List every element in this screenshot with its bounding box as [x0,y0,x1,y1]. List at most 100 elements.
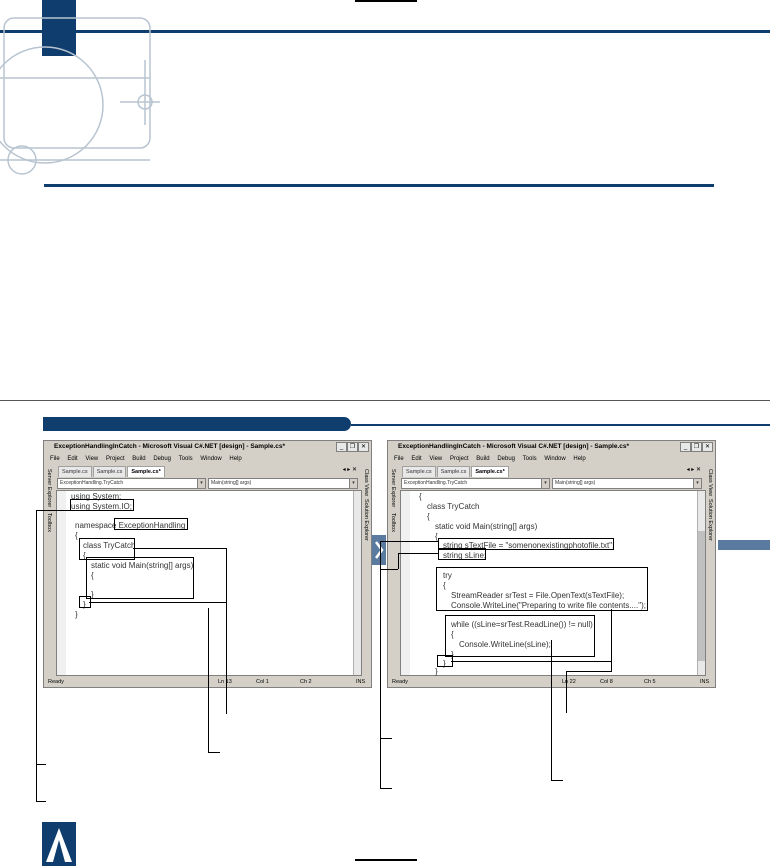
class-combo-value: ExceptionHandling.TryCatch [404,480,468,486]
class-view-tab[interactable]: Class View [363,469,369,497]
minimize-button[interactable]: _ [336,442,347,452]
highlight-textfile [438,538,614,550]
menu-tools[interactable]: Tools [178,456,193,462]
method-combo-value: Main(string[] args) [211,480,252,486]
left-ide-window: ExceptionHandlingInCatch - Microsoft Vis… [43,440,372,688]
code-line: } [83,600,86,609]
chevron-down-icon: ▾ [197,479,205,488]
left-status-bar: Ready Ln 13 Col 1 Ch 2 INS [44,677,371,687]
code-line: namespace ExceptionHandling [75,521,186,530]
code-line: } [451,650,454,659]
scroll-thumb[interactable] [698,531,705,661]
method-combo[interactable]: Main(string[] args)▾ [552,478,702,489]
callout-line [89,602,226,603]
right-code-editor[interactable]: { class TryCatch { static void Main(stri… [400,490,706,676]
vertical-scrollbar[interactable] [353,491,361,675]
code-line: StreamReader srTest = File.OpenText(sTex… [451,591,625,600]
menu-file[interactable]: File [50,456,60,462]
right-side-tabs: Class View Solution Explorer [705,465,715,675]
status-ins: INS [356,679,366,685]
menu-build[interactable]: Build [476,456,490,462]
server-explorer-tab[interactable]: Server Explorer [46,469,52,508]
class-combo[interactable]: ExceptionHandling.TryCatch▾ [57,478,206,489]
menu-debug[interactable]: Debug [153,456,171,462]
callout-line [380,541,381,789]
menu-debug[interactable]: Debug [497,456,515,462]
menu-window[interactable]: Window [200,456,222,462]
code-line: { [451,630,454,639]
restore-button[interactable]: ❐ [691,442,702,452]
doc-tab[interactable]: Sample.cs [58,466,92,477]
callout-line [566,671,567,713]
code-line: } [75,610,78,619]
code-line: { [419,492,422,501]
code-line: using System; [71,492,122,501]
callout-line [398,553,438,554]
menu-build[interactable]: Build [132,456,146,462]
code-line: try [443,571,452,580]
section-rule [44,184,714,187]
right-ide-window: ExceptionHandlingInCatch - Microsoft Vis… [387,440,716,688]
right-title-text: ExceptionHandlingInCatch - Microsoft Vis… [398,443,630,450]
status-column: Col 1 [256,679,269,685]
class-combo[interactable]: ExceptionHandling.TryCatch▾ [401,478,550,489]
tab-nav-arrows[interactable]: ◂ ▸ ✕ [686,467,701,473]
menu-edit[interactable]: Edit [67,456,78,462]
solution-explorer-tab[interactable]: Solution Explorer [707,499,713,541]
server-explorer-tab[interactable]: Server Explorer [390,469,396,508]
menu-project[interactable]: Project [449,456,469,462]
logo-mark [42,822,76,866]
status-ready: Ready [48,679,64,685]
restore-button[interactable]: ❐ [347,442,358,452]
callout-line [380,541,438,542]
callout-line [551,640,552,780]
callout-line [551,780,563,781]
code-line: static void Main(string[] args) [91,561,194,570]
code-line: Console.WriteLine(sLine); [459,640,551,649]
code-line: Console.WriteLine("Preparing to write fi… [451,601,646,610]
code-line: { [427,512,430,521]
method-combo[interactable]: Main(string[] args) ▾ [208,478,358,489]
doc-tab-active[interactable]: Sample.cs* [471,466,509,477]
highlight-sline [438,548,486,560]
code-line: static void Main(string[] args) [435,522,538,531]
doc-tab[interactable]: Sample.cs [436,466,471,477]
highlight-try-block [436,567,648,611]
callout-line [226,548,227,714]
menu-project[interactable]: Project [105,456,125,462]
doc-tab[interactable]: Sample.cs [92,466,127,477]
callout-line [398,553,399,569]
vertical-scrollbar[interactable] [697,491,705,675]
toolbox-tab[interactable]: Toolbox [46,513,52,532]
menu-edit[interactable]: Edit [411,456,422,462]
chevron-down-icon: ▾ [349,479,357,488]
doc-tab[interactable]: Sample.cs [402,466,436,477]
figure-header-bar [43,417,351,431]
menu-help[interactable]: Help [229,456,242,462]
left-title-text: ExceptionHandlingInCatch - Microsoft Vis… [54,443,286,450]
close-button[interactable]: ✕ [702,442,713,452]
highlight-main [86,557,194,599]
highlight-using-io [70,499,134,511]
menu-file[interactable]: File [394,456,404,462]
left-code-editor[interactable]: using System; using System.IO; namespace… [56,490,362,676]
menu-window[interactable]: Window [544,456,566,462]
callout-line [380,569,398,570]
close-button[interactable]: ✕ [358,442,369,452]
menu-view[interactable]: View [85,456,99,462]
status-column: Col 8 [600,679,613,685]
tab-nav-arrows[interactable]: ◂ ▸ ✕ [342,467,357,473]
callout-line [208,752,220,753]
menu-help[interactable]: Help [573,456,586,462]
menu-view[interactable]: View [429,456,443,462]
toolbox-tab[interactable]: Toolbox [390,513,396,532]
code-line: { [83,551,86,560]
solution-explorer-tab[interactable]: Solution Explorer [363,499,369,541]
menu-tools[interactable]: Tools [522,456,537,462]
minimize-button[interactable]: _ [680,442,691,452]
class-view-tab[interactable]: Class View [707,469,713,497]
right-status-bar: Ready Ln 22 Col 8 Ch 5 INS [388,677,715,687]
highlight-class [79,538,135,560]
doc-tab-active[interactable]: Sample.cs* [127,466,165,477]
